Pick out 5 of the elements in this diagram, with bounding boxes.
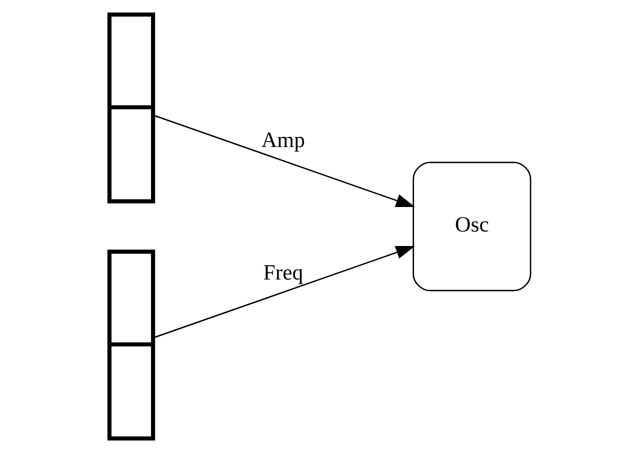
arrow bbox=[153, 114, 416, 207]
node-box: Osc bbox=[412, 162, 532, 292]
edge-label: Amp bbox=[261, 128, 306, 152]
arrow bbox=[153, 246, 416, 338]
edge-label: Freq bbox=[263, 260, 304, 284]
